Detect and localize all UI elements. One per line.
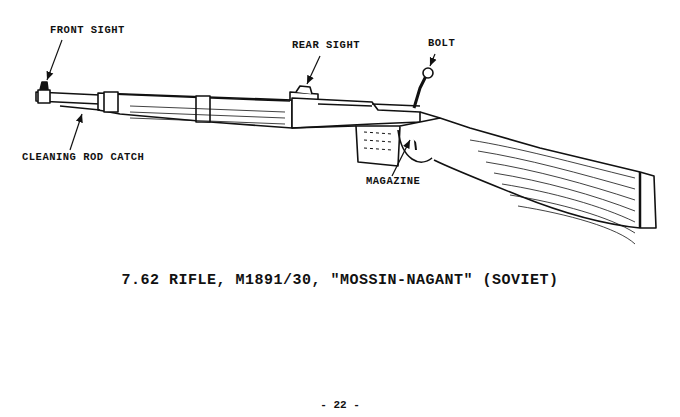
leader-line bbox=[307, 56, 320, 84]
wood-grain bbox=[470, 140, 635, 178]
caption: 7.62 RIFLE, M1891/30, "MOSSIN-NAGANT" (S… bbox=[121, 273, 558, 290]
wood-grain bbox=[518, 206, 635, 244]
part-label: MAGAZINE bbox=[366, 176, 420, 188]
part-label: FRONT SIGHT bbox=[50, 25, 125, 37]
leader-line bbox=[70, 114, 82, 150]
wood-grain bbox=[130, 112, 285, 118]
part-label: CLEANING ROD CATCH bbox=[22, 152, 144, 164]
wood-grain bbox=[510, 195, 635, 233]
leader-line bbox=[430, 54, 435, 66]
wood-grain bbox=[130, 106, 285, 112]
part-label: BOLT bbox=[428, 38, 455, 50]
wood-grain bbox=[130, 118, 285, 124]
part-label: REAR SIGHT bbox=[292, 40, 360, 52]
leader-line bbox=[392, 140, 410, 176]
wood-grain bbox=[486, 162, 635, 200]
leader-line bbox=[47, 40, 62, 80]
wood-grain bbox=[494, 173, 635, 211]
page-number: - 22 - bbox=[320, 399, 360, 411]
wood-grain bbox=[478, 151, 635, 189]
